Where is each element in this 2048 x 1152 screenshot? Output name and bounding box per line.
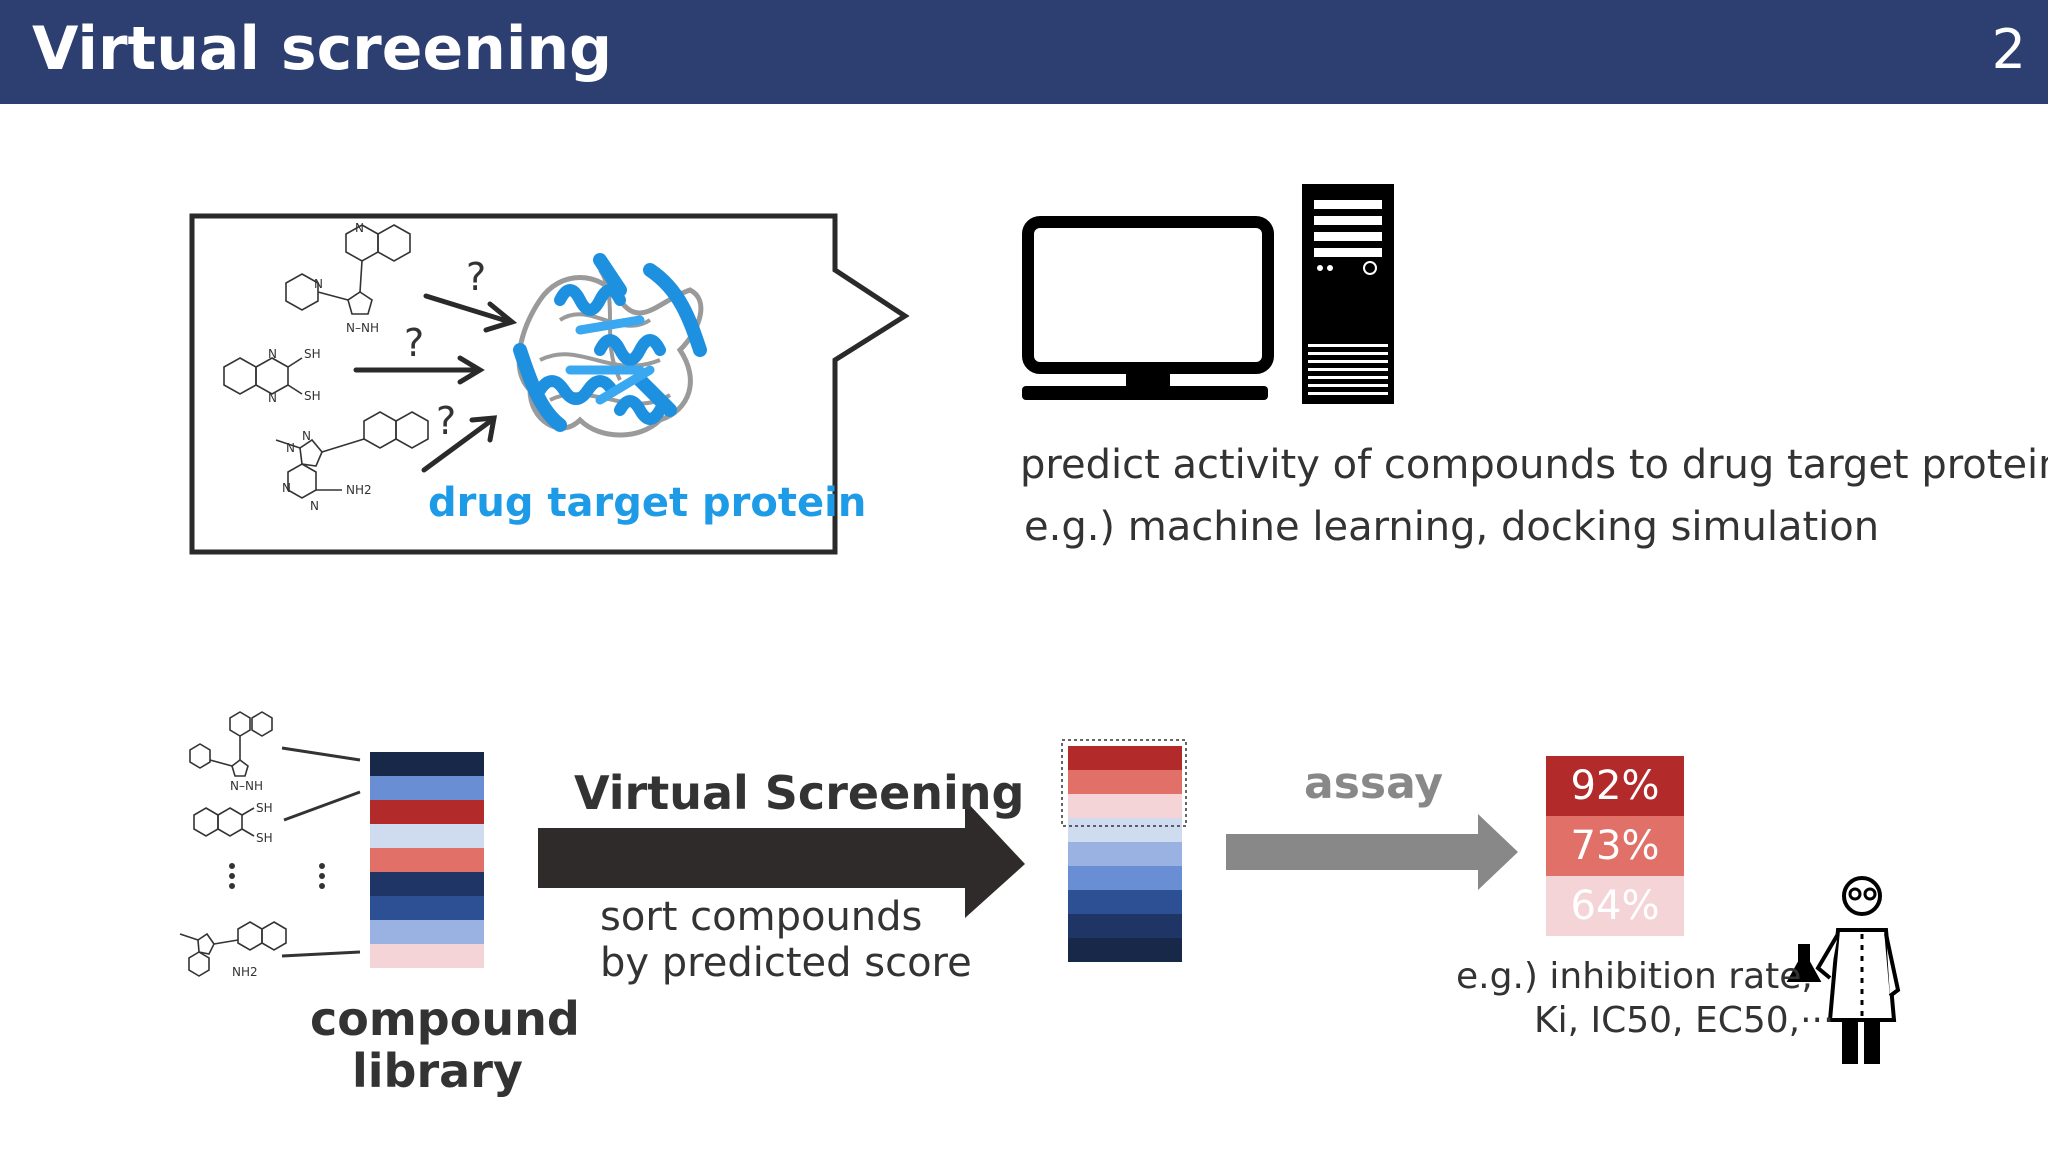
arrows-to-protein [353,293,518,473]
result-cell: 64% [1546,876,1684,936]
library-molecule-2-icon [193,807,255,837]
compound-library-stripes [370,752,484,968]
assay-metric-examples: e.g.) inhibition rate, [1456,956,1813,997]
atom-label: SH [304,347,321,361]
score-stripe [370,920,484,944]
atom-label: SH [256,831,273,845]
atom-label: N [268,391,277,405]
score-stripe [1068,866,1182,890]
result-cell: 92% [1546,756,1684,816]
sort-description-line2: by predicted score [600,940,972,986]
scientist-icon [1786,876,1901,1064]
ellipsis-dots [229,863,325,889]
score-stripe [370,776,484,800]
atom-label: N [286,441,295,455]
score-stripe [370,944,484,968]
sort-description-line1: sort compounds [600,894,923,940]
atom-label: N–NH [346,321,379,335]
assay-metric-examples-line2: Ki, IC50, EC50,··· [1534,1000,1835,1041]
compound-library-label: compound [310,992,580,1046]
atom-label: N [268,347,277,361]
question-mark: ? [466,255,486,299]
atom-label: N [355,221,364,235]
monitor-icon [1022,216,1274,400]
molecule-2-icon [223,357,303,395]
atom-label: N–NH [230,779,263,793]
computer-tower-icon [1302,184,1394,404]
score-stripe [1068,938,1182,962]
drug-target-protein-label: drug target protein [428,480,867,526]
result-cell: 73% [1546,816,1684,876]
assay-arrow [1226,814,1518,890]
library-molecule-1-icon [189,711,273,777]
score-stripe [370,872,484,896]
atom-label: SH [256,801,273,815]
atom-label: SH [304,389,321,403]
sorted-score-stripes [1068,746,1182,962]
protein-structure-icon [513,253,707,438]
score-stripe [370,800,484,824]
atom-label: N [302,429,311,443]
connector-lines [281,746,361,958]
score-stripe [1068,746,1182,770]
score-stripe [370,824,484,848]
score-stripe [370,848,484,872]
score-stripe [1068,818,1182,842]
score-stripe [1068,914,1182,938]
question-mark: ? [436,399,456,443]
library-molecule-3-icon [179,921,287,977]
compound-library-label-line2: library [352,1044,523,1098]
selection-box [1061,739,1187,827]
score-stripe [1068,770,1182,794]
atom-label: N [282,481,291,495]
page-number: 2 [1991,18,2026,81]
atom-label: NH2 [346,483,372,497]
predict-description: predict activity of compounds to drug ta… [1020,442,2048,488]
assay-label: assay [1304,758,1444,809]
slide-title: Virtual screening [32,14,613,84]
molecule-3-icon [275,411,429,499]
score-stripe [370,896,484,920]
atom-label: N [314,277,323,291]
virtual-screening-arrow [538,800,1025,918]
score-stripe [1068,842,1182,866]
molecule-1-icon [285,224,411,315]
score-stripe [1068,794,1182,818]
atom-label: NH2 [232,965,258,979]
score-stripe [1068,890,1182,914]
predict-examples: e.g.) machine learning, docking simulati… [1024,504,1880,550]
atom-label: N [310,499,319,513]
virtual-screening-label: Virtual Screening [574,766,1025,820]
slide-header [0,0,2048,104]
score-stripe [370,752,484,776]
question-mark: ? [404,321,424,365]
